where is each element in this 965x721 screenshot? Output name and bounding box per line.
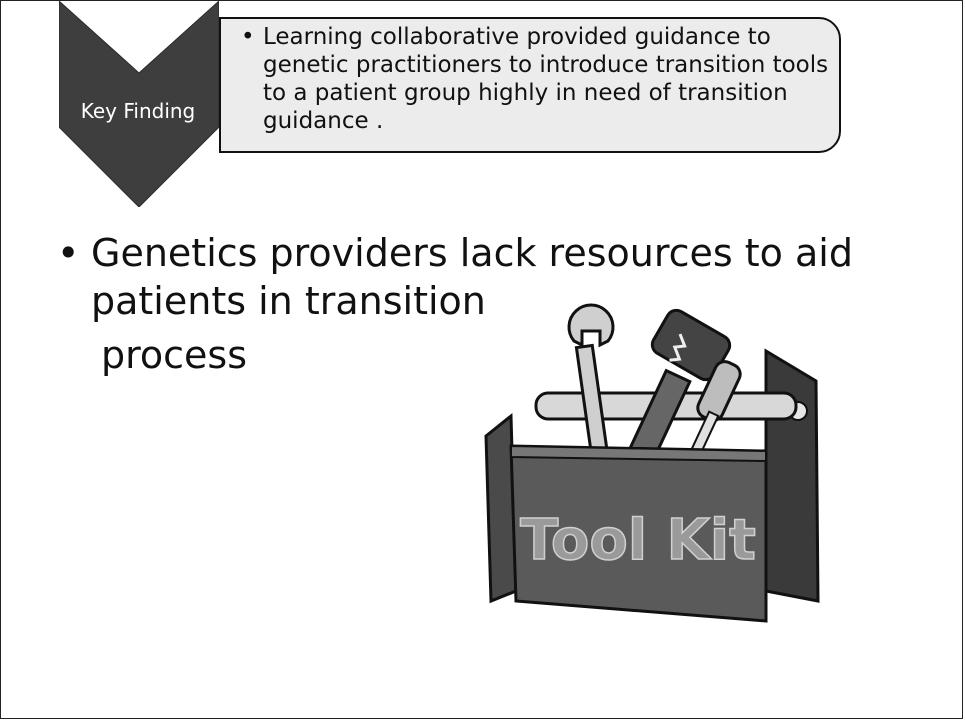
key-finding-callout: • Learning collaborative provided guidan… — [219, 17, 841, 153]
bullet-icon: • — [241, 24, 255, 50]
wrench-icon — [567, 303, 615, 469]
main-bullet-item: • Genetics providers lack resources to a… — [57, 229, 897, 325]
main-bullet-list: • Genetics providers lack resources to a… — [57, 229, 897, 325]
main-bullet-continuation: process — [101, 333, 248, 377]
toolbox-icon: Tool Kit — [484, 303, 820, 623]
key-finding-label: Key Finding — [80, 99, 196, 123]
key-finding-chevron-icon — [59, 1, 219, 207]
main-bullet-text: Genetics providers lack resources to aid… — [91, 231, 853, 323]
key-finding-text: Learning collaborative provided guidance… — [263, 24, 829, 134]
toolbox-label: Tool Kit — [520, 508, 756, 573]
callout-bullet-item: • Learning collaborative provided guidan… — [241, 23, 829, 135]
bullet-icon: • — [57, 231, 80, 275]
